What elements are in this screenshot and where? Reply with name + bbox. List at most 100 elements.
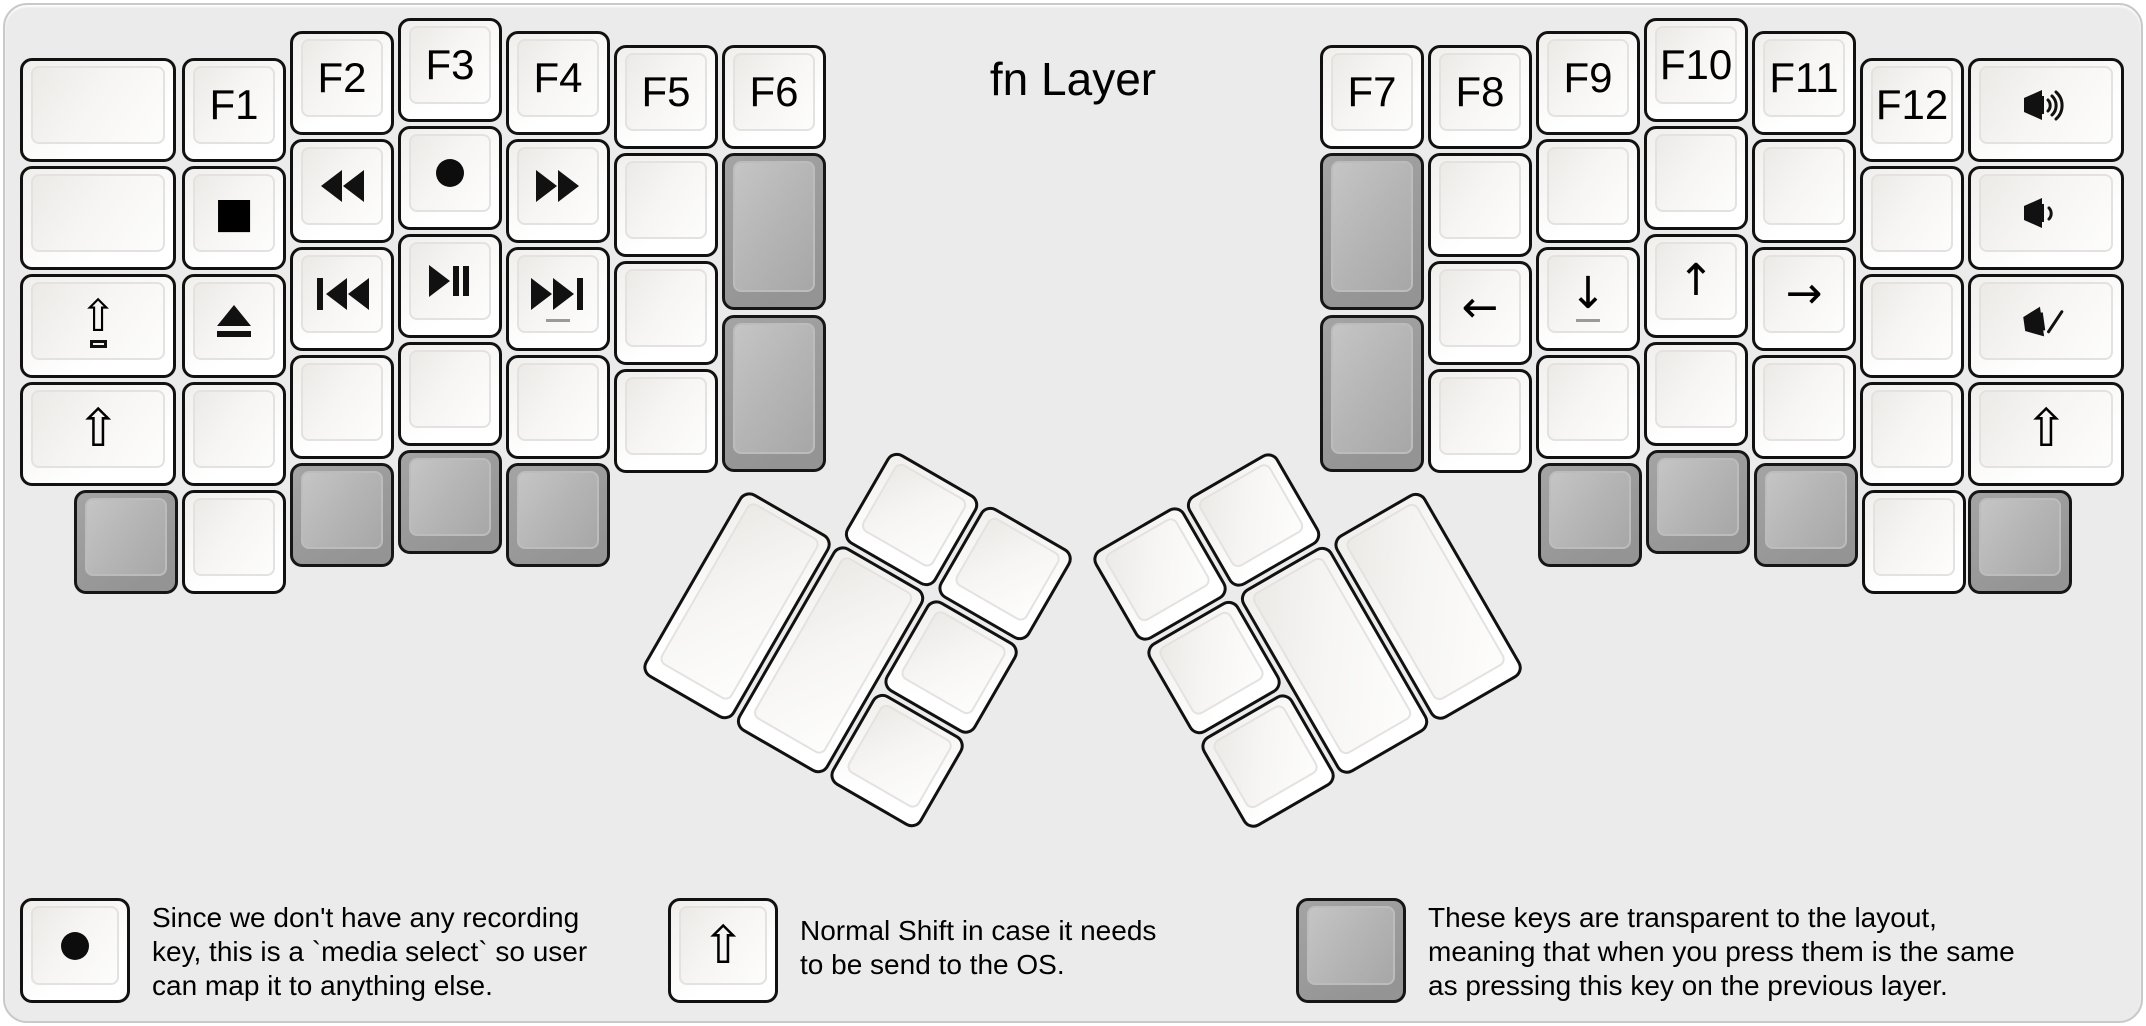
keycap-top xyxy=(1549,471,1631,549)
underscore-mark xyxy=(1576,319,1600,322)
keycap-top: F11 xyxy=(1763,39,1845,117)
keycap-top: F9 xyxy=(1547,39,1629,117)
key-transparent xyxy=(1754,463,1858,567)
keycap-top xyxy=(733,323,815,454)
key-prev-track xyxy=(290,247,394,351)
key-blank xyxy=(1536,139,1640,243)
flabel-icon: F1 xyxy=(209,81,259,128)
keycap-top xyxy=(1196,461,1307,570)
next-icon xyxy=(531,278,585,310)
key-f7: F7 xyxy=(1320,45,1424,149)
key-blank xyxy=(1862,490,1966,594)
keycap-top xyxy=(1439,377,1521,455)
vol-up-icon xyxy=(2020,86,2072,124)
keycap-top xyxy=(31,66,165,144)
flabel-icon: F7 xyxy=(1347,68,1397,115)
keycap-top xyxy=(31,906,119,985)
legend-line: to be send to the OS. xyxy=(800,949,1065,980)
key-blank xyxy=(20,166,176,270)
keycap-top: F4 xyxy=(517,39,599,117)
legend-line: These keys are transparent to the layout… xyxy=(1428,902,1937,933)
legend-text-shift: Normal Shift in case it needs to be send… xyxy=(800,914,1156,982)
keycap-top: F2 xyxy=(301,39,383,117)
keycap-top xyxy=(1871,282,1953,360)
key-f8: F8 xyxy=(1428,45,1532,149)
flabel-icon: F11 xyxy=(1769,54,1839,101)
key-blank xyxy=(1752,139,1856,243)
keycap-top xyxy=(733,161,815,292)
keycap-top: F3 xyxy=(409,26,491,104)
key-blank xyxy=(290,355,394,459)
flabel-icon: F10 xyxy=(1659,41,1733,88)
shift-icon: ⇧ xyxy=(2024,399,2068,459)
keycap-top xyxy=(409,350,491,428)
record-icon xyxy=(436,159,464,187)
keycap-top: ↓ xyxy=(1547,255,1629,333)
record-icon xyxy=(61,931,89,960)
keycap-top xyxy=(301,147,383,225)
key-rewind xyxy=(290,139,394,243)
key-blank xyxy=(398,342,502,446)
rewind-icon xyxy=(320,170,364,202)
key-f10: F10 xyxy=(1644,18,1748,122)
keycap-top xyxy=(1331,161,1413,292)
keycap-top xyxy=(193,498,275,576)
keycap-top xyxy=(1763,147,1845,225)
arrow-right-icon: → xyxy=(1785,268,1823,319)
key-f1: F1 xyxy=(182,58,286,162)
keycap-top xyxy=(1979,282,2113,360)
keycap-top: F8 xyxy=(1439,53,1521,131)
arrow-up-icon: ↑ xyxy=(1677,255,1715,306)
key-blank xyxy=(614,153,718,257)
capslock-icon: ⇧ xyxy=(79,290,117,348)
shift-arrow: ⇧ xyxy=(79,290,117,342)
keycap-top xyxy=(1655,134,1737,212)
playpause-icon xyxy=(429,265,471,297)
ffwd-icon xyxy=(536,170,580,202)
key-stop: ■ xyxy=(182,166,286,270)
keycap-top xyxy=(193,282,275,360)
key-volume-down xyxy=(1968,166,2124,270)
key-f4: F4 xyxy=(506,31,610,135)
keycap-top xyxy=(301,363,383,441)
key-transparent xyxy=(1968,490,2072,594)
shift-icon: ⇧ xyxy=(76,399,120,459)
keycap-top xyxy=(1547,363,1629,441)
key-f3: F3 xyxy=(398,18,502,122)
flabel-icon: F9 xyxy=(1563,54,1613,101)
key-transparent xyxy=(74,490,178,594)
legend-text-transparent: These keys are transparent to the layout… xyxy=(1428,901,2015,1003)
flabel-icon: F4 xyxy=(533,54,583,101)
key-arrow-down: ↓ xyxy=(1536,247,1640,351)
key-arrow-up: ↑ xyxy=(1644,234,1748,338)
key-blank xyxy=(1644,342,1748,446)
keycap-top: ↑ xyxy=(1655,242,1737,320)
key-blank xyxy=(1860,274,1964,378)
flabel-icon: F8 xyxy=(1455,68,1505,115)
key-f2: F2 xyxy=(290,31,394,135)
keycap-top xyxy=(409,242,491,320)
keycap-top xyxy=(1102,515,1213,624)
legend-line: Since we don't have any recording xyxy=(152,902,580,933)
shift-icon: ⇧ xyxy=(701,915,745,976)
flabel-icon: F6 xyxy=(749,68,799,115)
key-arrow-right: → xyxy=(1752,247,1856,351)
keycap-top xyxy=(1763,363,1845,441)
keycap-top: F10 xyxy=(1655,26,1737,104)
keycap-top xyxy=(1979,498,2061,576)
keycap-top xyxy=(1871,174,1953,252)
keycap-top xyxy=(1979,174,2113,252)
key-blank xyxy=(182,490,286,594)
keycap-top: ■ xyxy=(193,174,275,252)
key-transparent xyxy=(1538,463,1642,567)
key-shift-right: ⇧ xyxy=(1968,382,2124,486)
keycap-top: F5 xyxy=(625,53,707,131)
legend-key-transparent xyxy=(1296,898,1406,1003)
legend-line: as pressing this key on the previous lay… xyxy=(1428,970,1948,1001)
keycap-top xyxy=(1765,471,1847,549)
keycap-top xyxy=(31,174,165,252)
flabel-icon: F5 xyxy=(641,68,691,115)
key-shift-left: ⇧ xyxy=(20,382,176,486)
legend-line: can map it to anything else. xyxy=(152,970,493,1001)
